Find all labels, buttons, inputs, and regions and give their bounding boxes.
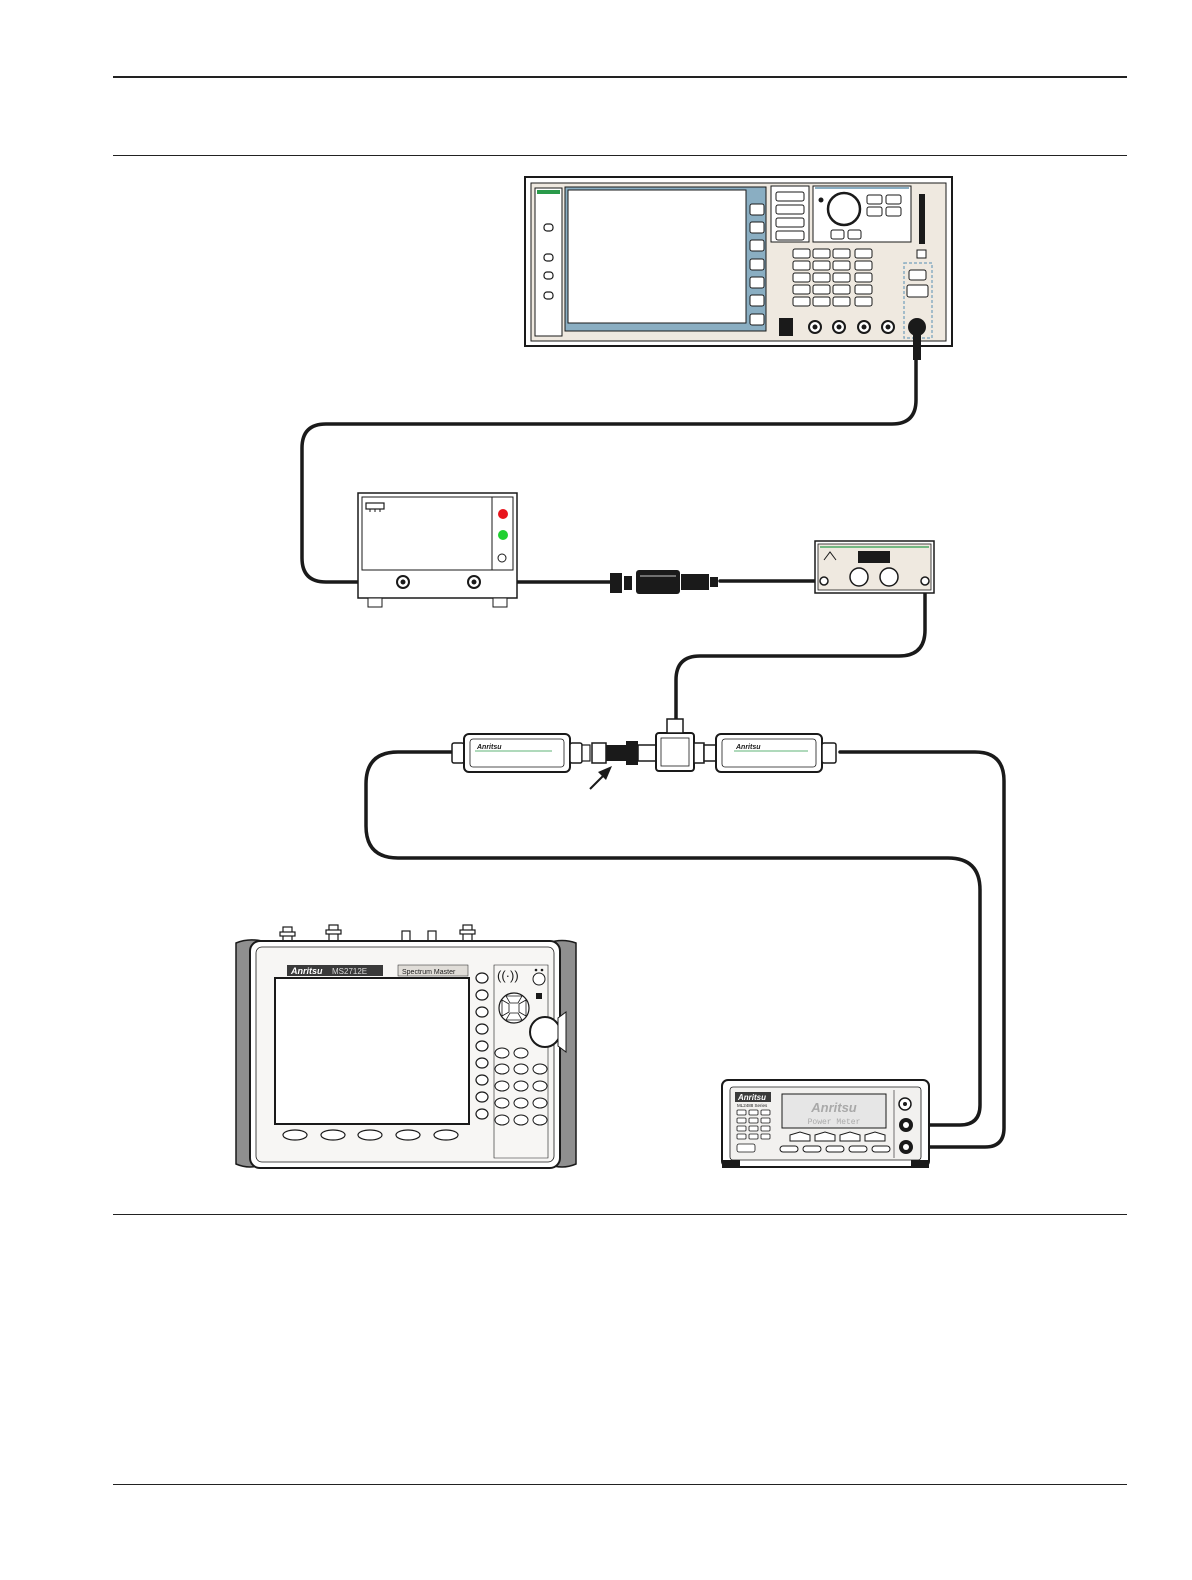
right-sensor-brand: Anritsu xyxy=(735,744,761,751)
sg-rf-output-port xyxy=(908,318,926,336)
analyzer-screen xyxy=(275,978,469,1124)
step-att-display xyxy=(858,551,890,563)
step-att-input-port xyxy=(820,577,828,585)
coupling-adapter xyxy=(592,741,656,765)
power-meter-bottom-key[interactable] xyxy=(780,1146,798,1152)
sg-function-key[interactable] xyxy=(776,205,804,214)
sg-side-button[interactable] xyxy=(544,272,553,279)
power-meter-display-label: Power Meter xyxy=(808,1118,861,1127)
cable-step-attenuator-to-tee xyxy=(676,584,925,720)
analyzer-side-key[interactable] xyxy=(476,990,488,1000)
sg-softkey[interactable] xyxy=(750,277,764,288)
analyzer-softkey[interactable] xyxy=(283,1130,307,1140)
sg-side-button[interactable] xyxy=(544,224,553,231)
sg-power-switch[interactable] xyxy=(779,318,793,336)
analyzer-side-key[interactable] xyxy=(476,1041,488,1051)
amp-green-led xyxy=(498,530,508,540)
step-att-output-port xyxy=(921,577,929,585)
step-attenuator xyxy=(815,541,934,593)
power-meter: Anritsu ML2488 Series Anritsu Power Mete… xyxy=(722,1080,929,1168)
power-meter-display-brand: Anritsu xyxy=(810,1100,857,1115)
analyzer-top-connectors xyxy=(280,925,475,942)
analyzer-softkey[interactable] xyxy=(396,1130,420,1140)
left-power-sensor: Anritsu xyxy=(452,734,590,772)
power-meter-brand: Anritsu xyxy=(737,1093,766,1102)
analyzer-softkey[interactable] xyxy=(434,1130,458,1140)
analyzer-power-button[interactable] xyxy=(533,973,545,985)
sg-down-arrow-key[interactable] xyxy=(886,207,901,216)
sg-mod-key[interactable] xyxy=(907,285,928,297)
signal-generator xyxy=(525,177,952,360)
step-att-knob-left[interactable] xyxy=(850,568,868,586)
analyzer-brand: Anritsu xyxy=(290,966,323,976)
sg-key[interactable] xyxy=(867,207,882,216)
sg-right-arrow-key[interactable] xyxy=(848,230,861,239)
sg-softkey[interactable] xyxy=(750,204,764,215)
step-att-knob-right[interactable] xyxy=(880,568,898,586)
analyzer-series: Spectrum Master xyxy=(402,969,456,976)
analyzer-side-key[interactable] xyxy=(476,973,488,983)
sg-function-key[interactable] xyxy=(776,218,804,227)
analyzer-side-key[interactable] xyxy=(476,1075,488,1085)
analyzer-rotary-knob[interactable] xyxy=(530,1017,560,1047)
sg-softkey[interactable] xyxy=(750,240,764,251)
power-meter-bottom-key[interactable] xyxy=(803,1146,821,1152)
power-meter-bottom-key[interactable] xyxy=(849,1146,867,1152)
amp-red-led xyxy=(498,509,508,519)
power-meter-bottom-key[interactable] xyxy=(826,1146,844,1152)
sg-softkey[interactable] xyxy=(750,259,764,270)
wireless-icon: ((·)) xyxy=(497,968,519,983)
analyzer-softkey[interactable] xyxy=(321,1130,345,1140)
analyzer-side-key[interactable] xyxy=(476,1007,488,1017)
sg-side-button[interactable] xyxy=(544,292,553,299)
analyzer-model: MS2712E xyxy=(332,967,367,976)
inline-attenuator xyxy=(610,570,718,594)
right-power-sensor: Anritsu xyxy=(716,734,836,772)
sg-up-arrow-key[interactable] xyxy=(886,195,901,204)
power-amplifier xyxy=(358,493,517,607)
sg-function-key[interactable] xyxy=(776,192,804,201)
analyzer-softkey[interactable] xyxy=(358,1130,382,1140)
sg-rotary-knob[interactable] xyxy=(828,193,860,225)
sg-function-key[interactable] xyxy=(776,231,804,240)
sg-softkey[interactable] xyxy=(750,295,764,306)
power-meter-series: ML2488 Series xyxy=(737,1103,768,1108)
analyzer-side-key[interactable] xyxy=(476,1058,488,1068)
tee-splitter xyxy=(656,719,716,771)
analyzer-side-key[interactable] xyxy=(476,1109,488,1119)
arrow-pointer-icon xyxy=(590,766,612,789)
sg-left-arrow-key[interactable] xyxy=(831,230,844,239)
power-meter-bottom-key[interactable] xyxy=(872,1146,890,1152)
sg-softkey[interactable] xyxy=(750,314,764,325)
sg-screen xyxy=(568,190,746,323)
left-sensor-brand: Anritsu xyxy=(476,744,502,751)
analyzer-side-key[interactable] xyxy=(476,1024,488,1034)
sg-rf-on-key[interactable] xyxy=(909,270,926,280)
sg-softkey[interactable] xyxy=(750,222,764,233)
sg-side-button[interactable] xyxy=(544,254,553,261)
sg-key[interactable] xyxy=(867,195,882,204)
handheld-spectrum-analyzer: Anritsu MS2712E Spectrum Master ((· xyxy=(236,925,576,1168)
sg-green-strip xyxy=(537,190,560,194)
analyzer-side-key[interactable] xyxy=(476,1092,488,1102)
